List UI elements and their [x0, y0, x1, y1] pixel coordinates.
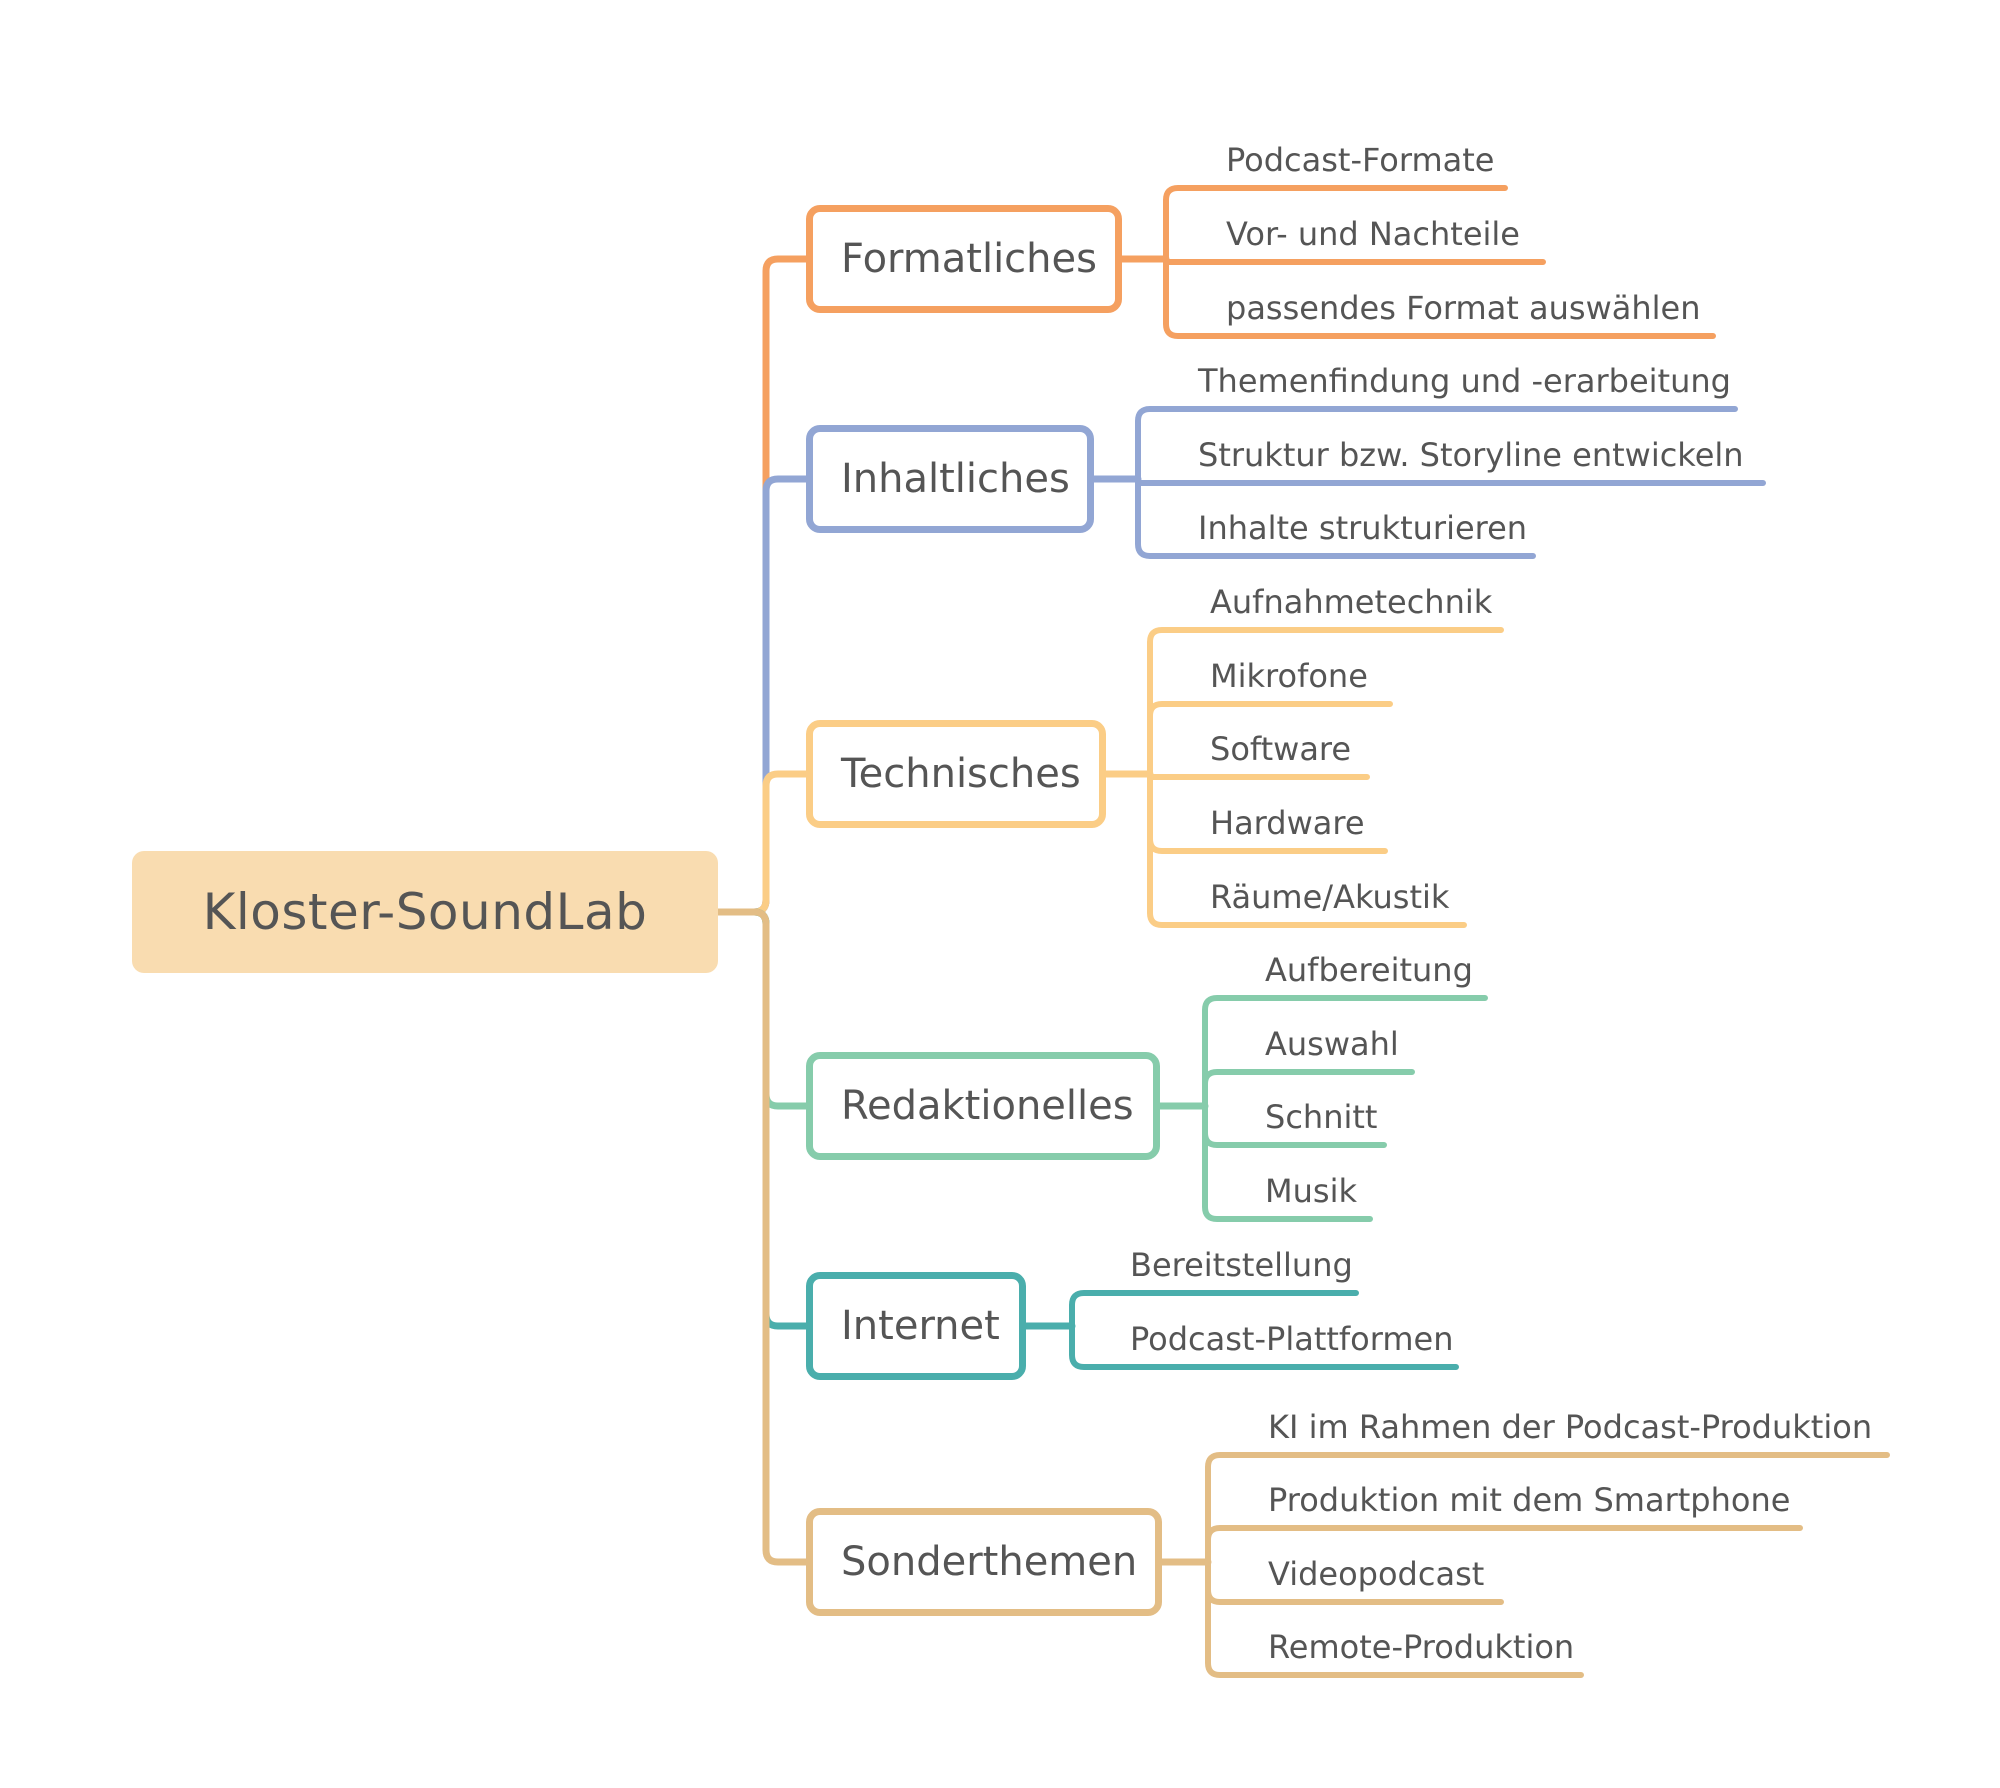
trunk-connector-sonderthemen [714, 908, 810, 1566]
branch-sonderthemen: Sonderthemen [806, 1508, 1162, 1616]
leaf-underline [1147, 771, 1467, 928]
leaf-musik: Musik [1265, 1172, 1357, 1210]
leaf-underline [1202, 995, 1488, 1109]
leaf-hardware: Hardware [1210, 804, 1365, 842]
leaf-underline [1069, 1323, 1459, 1370]
leaf-aufbereitung: Aufbereitung [1265, 951, 1473, 989]
branch-label: Sonderthemen [841, 1539, 1138, 1585]
leaf-videopodcast: Videopodcast [1268, 1555, 1485, 1593]
branch-formatliches: Formatliches [806, 205, 1122, 313]
leaf-struktur-storyline: Struktur bzw. Storyline entwickeln [1198, 436, 1744, 474]
leaf-software: Software [1210, 730, 1352, 768]
branch-label: Formatliches [841, 236, 1097, 282]
leaf-underline [1135, 406, 1738, 482]
leaf-bereitstellung: Bereitstellung [1130, 1246, 1353, 1284]
branch-technisches: Technisches [806, 720, 1106, 828]
branch-internet: Internet [806, 1272, 1026, 1380]
leaf-inhalte-strukturieren: Inhalte strukturieren [1198, 509, 1528, 547]
leaf-mikrofone: Mikrofone [1210, 657, 1368, 695]
leaf-aufnahmetechnik: Aufnahmetechnik [1210, 583, 1493, 621]
leaf-underline [1202, 1069, 1415, 1109]
trunk-connector-internet [714, 908, 810, 1330]
leaf-underline [1163, 185, 1508, 262]
leaf-underline [1202, 1103, 1373, 1222]
root-node: Kloster-SoundLab [132, 851, 718, 973]
leaf-underline [1069, 1290, 1359, 1329]
leaf-underline [1205, 1452, 1890, 1565]
branch-redaktionelles: Redaktionelles [806, 1052, 1160, 1160]
leaf-remote-produktion: Remote-Produktion [1268, 1628, 1575, 1666]
leaf-underline [1205, 1525, 1803, 1565]
leaf-schnitt: Schnitt [1265, 1098, 1378, 1136]
leaf-underline [1147, 701, 1393, 777]
leaf-auswahl: Auswahl [1265, 1025, 1399, 1063]
branch-label: Redaktionelles [841, 1083, 1134, 1129]
branch-label: Internet [841, 1303, 1000, 1349]
root-label: Kloster-SoundLab [202, 883, 648, 941]
leaf-underline [1163, 256, 1546, 265]
trunk-connector-formatliches [714, 255, 810, 916]
branch-label: Technisches [841, 751, 1081, 797]
branch-label: Inhaltliches [841, 456, 1070, 502]
trunk-connector-inhaltliches [714, 475, 810, 916]
trunk-connector-technisches [714, 770, 810, 916]
leaf-themenfindung: Themenfindung und -erarbeitung [1198, 362, 1731, 400]
leaf-underline [1135, 476, 1536, 559]
trunk-connector-redaktionelles [714, 908, 810, 1110]
leaf-podcast-plattformen: Podcast-Plattformen [1130, 1320, 1454, 1358]
leaf-underline [1147, 771, 1370, 780]
leaf-raeume-akustik: Räume/Akustik [1210, 878, 1450, 916]
leaf-vor-und-nachteile: Vor- und Nachteile [1226, 215, 1520, 253]
leaf-produktion-smartphone: Produktion mit dem Smartphone [1268, 1481, 1791, 1519]
leaf-underline [1147, 627, 1504, 777]
leaf-passendes-format: passendes Format auswählen [1226, 289, 1701, 327]
branch-inhaltliches: Inhaltliches [806, 425, 1094, 533]
leaf-underline [1205, 1559, 1584, 1678]
leaf-underline [1135, 476, 1766, 486]
leaf-ki-podcast-produktion: KI im Rahmen der Podcast-Produktion [1268, 1408, 1873, 1446]
leaf-underline [1163, 256, 1716, 339]
leaf-podcast-formate: Podcast-Formate [1226, 141, 1495, 179]
